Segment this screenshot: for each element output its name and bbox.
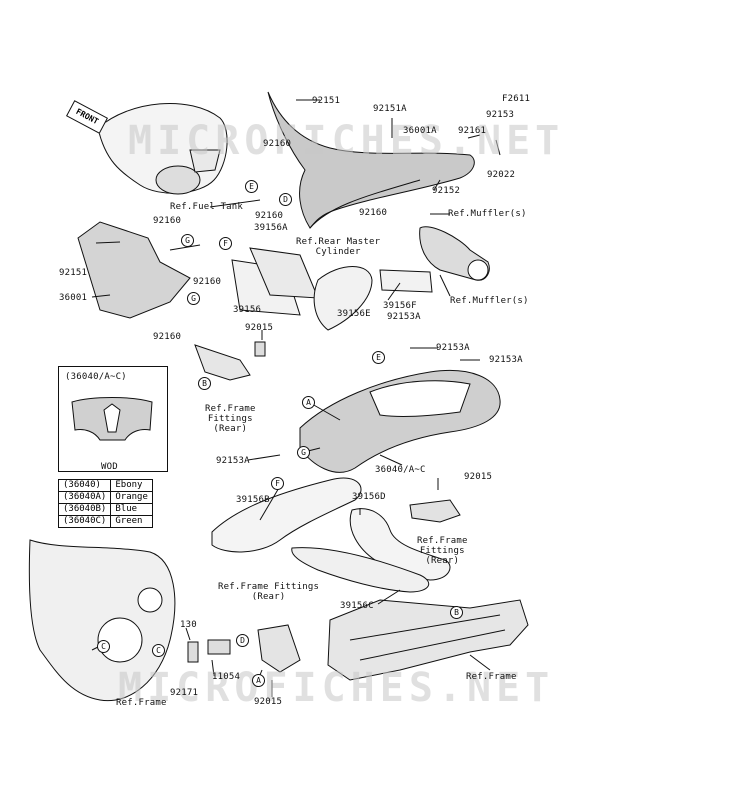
ref-muffler-2: Ref.Muffler(s) [450, 296, 529, 306]
part-number: 92153A [489, 355, 523, 365]
ref-frame-fittings-bottom: Ref.Frame Fittings (Rear) [218, 582, 320, 602]
color-code: (36040C) [57, 515, 112, 528]
watermark-bottom: MICROFICHES.NET [118, 665, 555, 711]
callout-e: E [245, 180, 258, 193]
part-number: 92160 [359, 208, 388, 218]
part-number: 36040/A~C [375, 465, 426, 475]
ref-rear-master-cylinder: Ref.Rear Master Cylinder [296, 237, 381, 257]
part-number: 36001 [59, 293, 88, 303]
diagram-code: F2611 [502, 94, 531, 104]
callout-f: F [219, 237, 232, 250]
inset-title: (36040/A~C) [65, 372, 127, 382]
part-number: 130 [180, 620, 197, 630]
part-number: 39156 [233, 305, 262, 315]
part-number: 92153 [486, 110, 515, 120]
callout-c: C [97, 640, 110, 653]
part-number: 92015 [254, 697, 283, 707]
callout-a: A [302, 396, 315, 409]
part-number: 39156D [352, 492, 386, 502]
color-code: (36040B) [57, 503, 112, 516]
callout-g: G [181, 234, 194, 247]
part-number: 92160 [153, 216, 182, 226]
part-number: 39156C [340, 601, 374, 611]
part-number: 92153A [216, 456, 250, 466]
color-name: Ebony [110, 479, 153, 492]
color-table: (36040)Ebony (36040A)Orange (36040B)Blue… [57, 479, 153, 528]
part-number: 39156E [337, 309, 371, 319]
table-row: (36040)Ebony [57, 479, 153, 492]
part-number: 92160 [193, 277, 222, 287]
part-number: 39156A [254, 223, 288, 233]
part-number: 92015 [464, 472, 493, 482]
part-number: 92022 [487, 170, 516, 180]
callout-b: B [450, 606, 463, 619]
callout-b: B [198, 377, 211, 390]
part-number: 92160 [263, 139, 292, 149]
callout-c: C [152, 644, 165, 657]
part-number: 39156F [383, 301, 417, 311]
color-name: Orange [110, 491, 153, 504]
callout-a: A [252, 674, 265, 687]
ref-frame-left: Ref.Frame [116, 698, 167, 708]
part-number: 92161 [458, 126, 487, 136]
callout-e: E [372, 351, 385, 364]
ref-frame-fittings-left: Ref.Frame Fittings (Rear) [205, 404, 256, 434]
color-code: (36040A) [57, 491, 112, 504]
callout-g: G [297, 446, 310, 459]
ref-frame-fittings-right: Ref.Frame Fittings (Rear) [417, 536, 468, 566]
callout-d: D [236, 634, 249, 647]
ref-frame-right: Ref.Frame [466, 672, 517, 682]
part-number: 92153A [436, 343, 470, 353]
part-number: 92171 [170, 688, 199, 698]
table-row: (36040C)Green [57, 515, 153, 528]
color-variant-inset: (36040/A~C) [58, 366, 168, 472]
part-number: 92160 [255, 211, 284, 221]
part-number: 11054 [212, 672, 241, 682]
ref-fuel-tank: Ref.Fuel Tank [170, 202, 244, 212]
part-number: 92160 [153, 332, 182, 342]
part-number: 92152 [432, 186, 461, 196]
color-name: Green [110, 515, 153, 528]
ref-muffler-1: Ref.Muffler(s) [448, 209, 527, 219]
part-number: 39156B [236, 495, 270, 505]
part-number: 92153A [387, 312, 421, 322]
callout-d: D [279, 193, 292, 206]
color-code: (36040) [57, 479, 112, 492]
table-row: (36040B)Blue [57, 503, 153, 516]
part-number: 92151 [59, 268, 88, 278]
callout-g: G [187, 292, 200, 305]
watermark-top: MICROFICHES.NET [128, 118, 565, 164]
part-number: 92151A [373, 104, 407, 114]
color-name: Blue [110, 503, 153, 516]
callout-f: F [271, 477, 284, 490]
part-number: 92151 [312, 96, 341, 106]
part-number: 92015 [245, 323, 274, 333]
part-number: 36001A [403, 126, 437, 136]
table-row: (36040A)Orange [57, 491, 153, 504]
wod-label: WOD [101, 462, 118, 472]
